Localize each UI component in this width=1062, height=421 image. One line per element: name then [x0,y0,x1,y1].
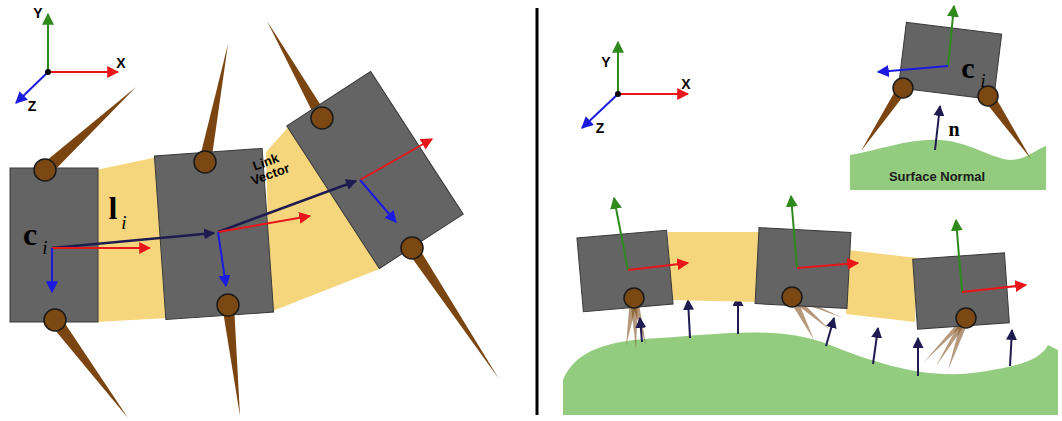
leg-joint [956,308,976,328]
symbol-label: c [23,218,37,250]
legs [861,86,1031,159]
axis-label: Z [596,121,605,135]
frame-z [878,66,948,72]
symbol-label: l [109,192,118,224]
axis-label: X [681,77,690,91]
leg-joint [194,151,216,173]
symbol-subscript: i [42,238,47,257]
frame-y [614,198,628,270]
normal-vector [873,328,878,364]
axis-label: Y [601,55,610,69]
legs [40,21,499,418]
frame-y [791,196,797,268]
link [668,232,760,302]
symbol-subscript: i [121,213,126,232]
frame-y [948,6,954,66]
leg-joints [624,287,976,328]
leg [50,316,128,418]
normal-vector [640,318,642,342]
leg [222,305,240,416]
frame-y [956,220,962,292]
frame-z [218,232,226,286]
axis-triad [582,42,688,128]
leg [199,44,228,163]
frame-x [962,285,1026,292]
leg-joint [34,159,56,181]
frame-x [52,247,150,249]
leg [407,245,499,379]
frame-x [218,216,310,232]
panel-divider [536,8,539,415]
normal-vector [917,338,919,376]
leg-joint [217,294,239,316]
normal-vector [688,300,690,338]
x-axis [48,71,118,73]
y-axis [47,14,49,72]
leg [40,87,136,175]
axis-triad [16,14,118,103]
y-axis [617,42,619,94]
normal-vector [1010,330,1012,366]
frame-z [51,248,53,292]
terrain [563,332,1058,415]
leg-joint [311,107,333,129]
normal-vector [935,106,940,150]
frame-z [360,180,396,222]
frame-x [797,263,858,268]
axis-origin [45,69,51,75]
normal-vector [737,296,739,334]
frame-x [628,263,688,270]
link-vector [218,181,356,232]
local-frames [52,139,432,292]
local-frames [614,196,1026,292]
symbol-subscript: i [980,72,985,90]
surface-label: Surface Normal [889,170,985,183]
frame-x [360,139,432,180]
axis-label: X [116,56,125,70]
leg-joint [782,287,802,307]
leg-joint [44,309,66,331]
normal-vector [826,318,834,346]
body-segment [287,71,463,268]
link [846,250,917,322]
link-vector [52,233,214,248]
leg-joint [624,288,644,308]
symbol-label: c [961,53,974,83]
symbol-label: n [948,119,959,139]
leg-joint [893,78,913,98]
body-segment [577,230,673,312]
terrain-patch [850,140,1046,190]
axis-label: Y [33,6,42,20]
leg-joint [401,237,423,259]
axis-origin [615,91,621,97]
leg-joints [34,107,423,331]
axis-label: Z [28,99,37,113]
x-axis [618,93,688,95]
